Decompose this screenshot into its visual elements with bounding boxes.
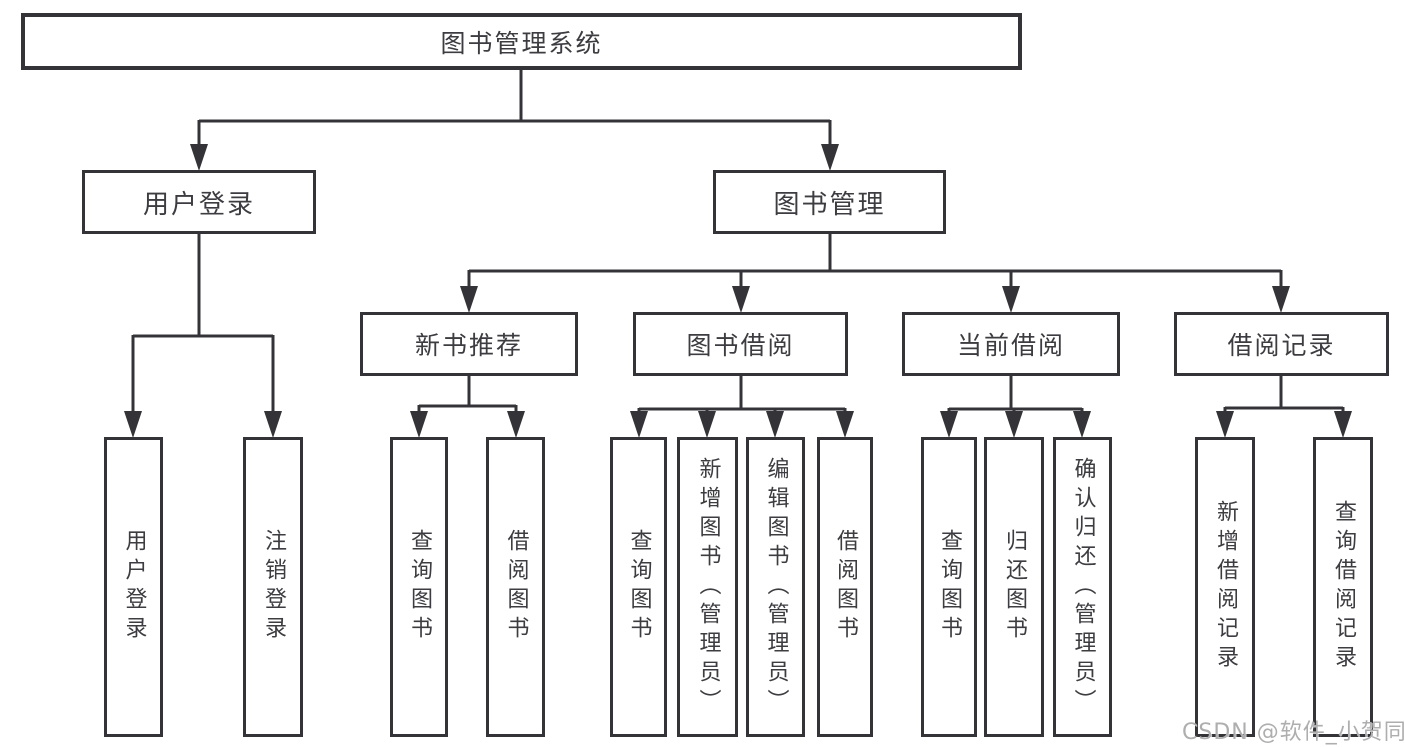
node-leaf-borrow-books-recommend: 借阅图书 bbox=[486, 437, 545, 737]
node-borrowing-records: 借阅记录 bbox=[1174, 312, 1389, 376]
leaf-label: 查询借阅记录 bbox=[1331, 500, 1356, 674]
node-leaf-logout: 注销登录 bbox=[243, 437, 303, 737]
node-leaf-return-books: 归还图书 bbox=[984, 437, 1044, 737]
node-book-management: 图书管理 bbox=[713, 170, 946, 234]
leaf-label: 用户登录 bbox=[121, 529, 147, 645]
node-user-login-branch: 用户登录 bbox=[82, 170, 316, 234]
leaf-label: 编辑图书（管理员） bbox=[763, 456, 789, 718]
leaf-label: 归还图书 bbox=[1002, 529, 1027, 645]
leaf-label: 新增图书（管理员） bbox=[695, 456, 721, 718]
node-leaf-add-books-admin: 新增图书（管理员） bbox=[677, 437, 738, 737]
node-leaf-borrow-books: 借阅图书 bbox=[817, 437, 873, 737]
node-leaf-query-books-current: 查询图书 bbox=[921, 437, 977, 737]
leaf-label: 借阅图书 bbox=[833, 529, 858, 645]
leaf-label: 借阅图书 bbox=[503, 529, 529, 645]
leaf-label: 查询图书 bbox=[407, 529, 432, 645]
leaf-label: 注销登录 bbox=[261, 529, 286, 645]
node-book-borrowing: 图书借阅 bbox=[633, 312, 848, 376]
node-leaf-add-borrow-record: 新增借阅记录 bbox=[1195, 437, 1255, 737]
csdn-watermark: CSDN @软件_小贺同学 bbox=[1182, 720, 1405, 745]
node-leaf-query-borrow-record: 查询借阅记录 bbox=[1313, 437, 1373, 737]
node-new-book-recommend: 新书推荐 bbox=[360, 312, 578, 376]
leaf-label: 查询图书 bbox=[626, 529, 652, 645]
leaf-label: 新增借阅记录 bbox=[1213, 500, 1238, 674]
node-leaf-query-books-borrow: 查询图书 bbox=[610, 437, 667, 737]
leaf-label: 查询图书 bbox=[937, 529, 962, 645]
node-leaf-edit-books-admin: 编辑图书（管理员） bbox=[746, 437, 805, 737]
node-leaf-confirm-return-admin: 确认归还（管理员） bbox=[1053, 437, 1112, 737]
node-library-system: 图书管理系统 bbox=[21, 13, 1022, 70]
node-current-borrowing: 当前借阅 bbox=[902, 312, 1120, 376]
node-leaf-query-books-recommend: 查询图书 bbox=[390, 437, 448, 737]
leaf-label: 确认归还（管理员） bbox=[1070, 456, 1096, 718]
node-leaf-user-login: 用户登录 bbox=[104, 437, 163, 737]
